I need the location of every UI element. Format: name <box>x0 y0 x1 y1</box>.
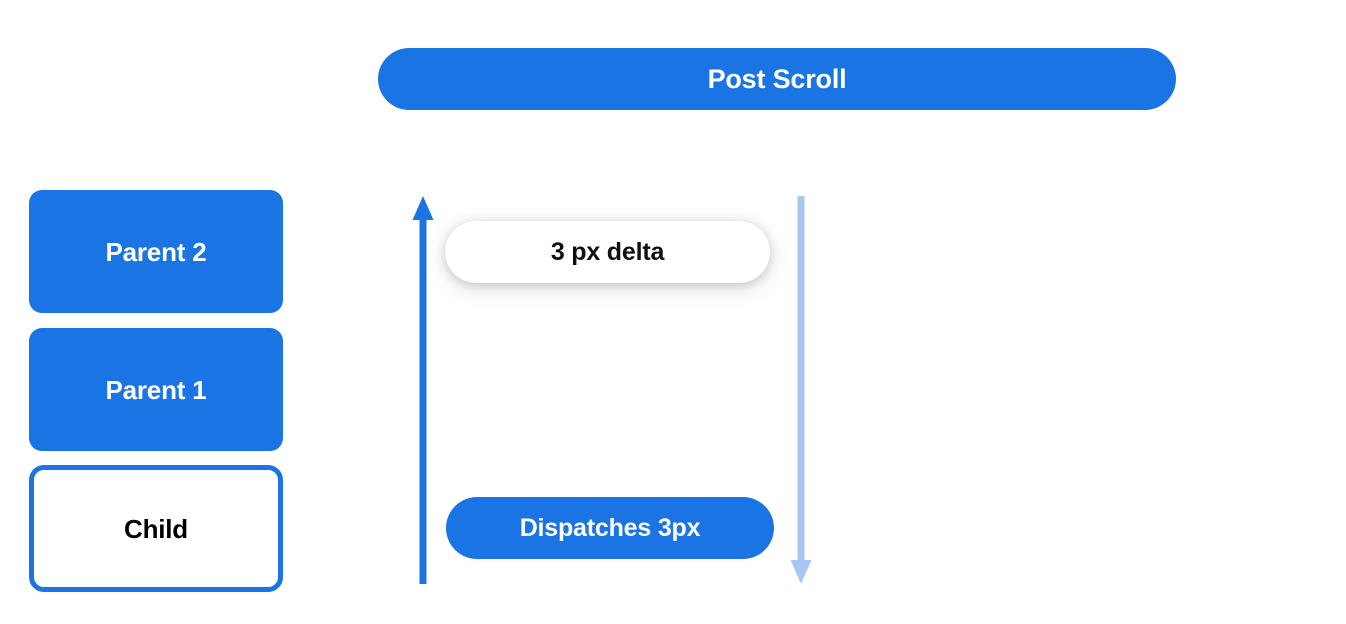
node-child: Child <box>29 465 283 592</box>
node-parent-2-label: Parent 2 <box>105 236 207 267</box>
node-parent-1: Parent 1 <box>29 328 283 451</box>
dispatch-pill-label: Dispatches 3px <box>519 513 701 542</box>
post-scroll-header: Post Scroll <box>378 48 1176 110</box>
scroll-up-arrow-icon <box>412 196 434 584</box>
delta-pill: 3 px delta <box>445 221 770 283</box>
node-parent-2: Parent 2 <box>29 190 283 313</box>
scroll-down-arrow-icon <box>790 196 812 584</box>
delta-pill-label: 3 px delta <box>550 237 665 266</box>
page-title: Post Scroll <box>707 63 847 94</box>
node-parent-1-label: Parent 1 <box>105 374 207 405</box>
dispatch-pill: Dispatches 3px <box>446 497 774 559</box>
node-child-label: Child <box>124 513 188 544</box>
